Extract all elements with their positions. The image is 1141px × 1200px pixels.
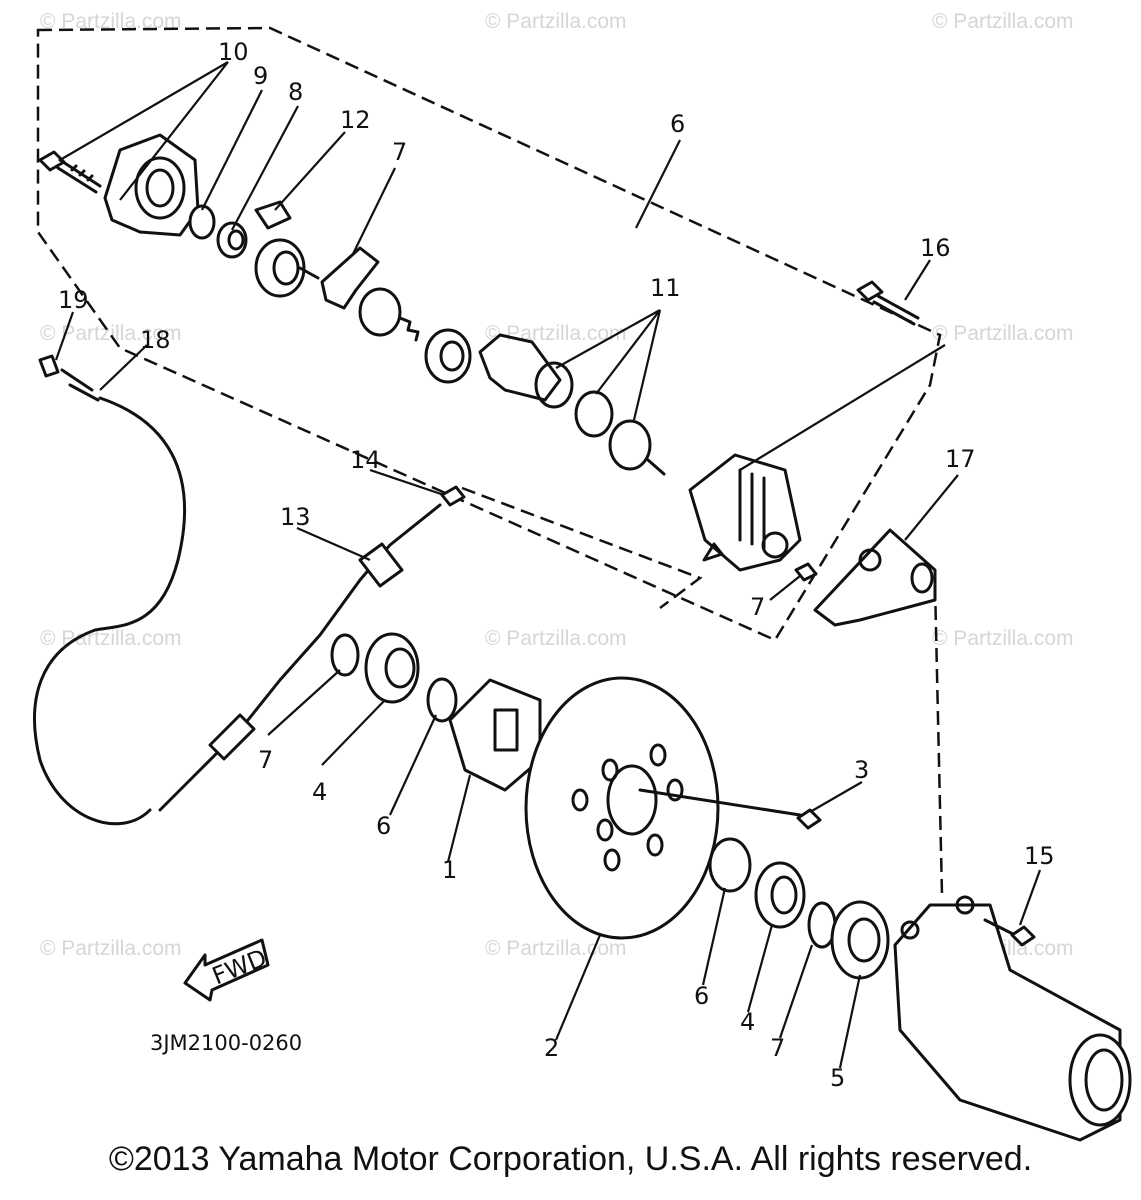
watermark: © Partzilla.com bbox=[40, 627, 182, 650]
callout-2: 2 bbox=[544, 1034, 559, 1062]
callout-19: 16 bbox=[920, 234, 951, 262]
callout-9: 7 bbox=[750, 593, 765, 621]
oil-seal-part bbox=[364, 632, 420, 704]
caliper-cable-part bbox=[158, 503, 442, 812]
callout-10: 7 bbox=[392, 138, 407, 166]
callout-labels: 10 9 8 12 7 6 16 11 19 18 14 17 13 7 7 7… bbox=[58, 38, 976, 621]
callout-6-lower: 6 bbox=[694, 982, 709, 1010]
bolt-part bbox=[856, 280, 920, 326]
oil-seal-part bbox=[754, 861, 806, 929]
forward-direction-arrow-icon: FWD bbox=[183, 938, 271, 1002]
diagram-code: 3JM2100-0260 bbox=[150, 1031, 302, 1055]
o-ring-part bbox=[534, 361, 574, 409]
hub-part bbox=[448, 678, 542, 792]
spring-part bbox=[358, 287, 420, 342]
callout-4-left: 4 bbox=[312, 778, 327, 806]
watermark: © Partzilla.com bbox=[40, 10, 182, 33]
leader-lines bbox=[54, 61, 1042, 1069]
callout-12: 9 bbox=[253, 62, 268, 90]
drive-gear-part bbox=[254, 238, 320, 298]
watermark: © Partzilla.com bbox=[932, 627, 1074, 650]
o-ring-part bbox=[426, 677, 458, 723]
watermark: © Partzilla.com bbox=[932, 10, 1074, 33]
bolt-part bbox=[983, 918, 1036, 947]
bearing-part bbox=[424, 328, 472, 384]
callout-3: 3 bbox=[854, 756, 869, 784]
cover-housing-part bbox=[103, 133, 200, 237]
axle-housing-part bbox=[893, 895, 1132, 1142]
callout-7-right: 7 bbox=[770, 1034, 785, 1062]
bolt-part bbox=[638, 788, 822, 830]
caliper-bracket-part bbox=[813, 528, 937, 627]
callout-16: 13 bbox=[280, 503, 311, 531]
mount-link bbox=[933, 584, 944, 896]
callout-4-right: 4 bbox=[740, 1008, 755, 1036]
washer-part bbox=[188, 204, 216, 240]
plug-part bbox=[254, 200, 292, 230]
callout-17: 14 bbox=[350, 446, 381, 474]
callout-18: 15 bbox=[1024, 842, 1055, 870]
seal-disc-part bbox=[574, 390, 614, 438]
callout-21: 18 bbox=[140, 326, 171, 354]
brake-disc-part bbox=[524, 676, 720, 940]
watermark: © Partzilla.com bbox=[485, 937, 627, 960]
bleed-screw-part bbox=[794, 562, 818, 582]
callout-22: 19 bbox=[58, 286, 89, 314]
callout-1: 1 bbox=[442, 856, 457, 884]
watermark: © Partzilla.com bbox=[485, 10, 627, 33]
callout-11: 8 bbox=[288, 78, 303, 106]
o-ring-part bbox=[330, 633, 360, 677]
callout-8: 6 bbox=[670, 110, 685, 138]
brake-cable-part bbox=[33, 354, 187, 826]
watermark: © Partzilla.com bbox=[40, 322, 182, 345]
watermark: © Partzilla.com bbox=[485, 627, 627, 650]
callout-14: 11 bbox=[650, 274, 681, 302]
nut-part bbox=[440, 485, 466, 507]
lever-plate-part bbox=[320, 246, 380, 310]
callout-5: 5 bbox=[830, 1064, 845, 1092]
o-ring-part bbox=[708, 837, 752, 893]
visible-callouts: 7 4 6 1 3 15 2 6 6 4 7 5 bbox=[258, 746, 1055, 1092]
subassembly-outline bbox=[36, 26, 942, 642]
bolt-part bbox=[38, 150, 102, 194]
callout-7-left-ring-label: 7 bbox=[258, 746, 273, 774]
caliper-body-part bbox=[688, 453, 802, 572]
callout-20: 17 bbox=[945, 445, 976, 473]
callout-6-left: 6 bbox=[376, 812, 391, 840]
watermark: © Partzilla.com bbox=[40, 937, 182, 960]
watermarks: © Partzilla.com © Partzilla.com © Partzi… bbox=[40, 10, 1074, 960]
bearing-part bbox=[830, 900, 890, 980]
subassembly-link bbox=[461, 486, 703, 609]
piston-part bbox=[608, 419, 666, 476]
watermark: © Partzilla.com bbox=[932, 322, 1074, 345]
callout-13: 10 bbox=[218, 38, 249, 66]
bearing-part bbox=[216, 221, 248, 259]
copyright-notice: ©2013 Yamaha Motor Corporation, U.S.A. A… bbox=[108, 1140, 1033, 1178]
gasket-part bbox=[478, 333, 562, 402]
callout-15: 12 bbox=[340, 106, 371, 134]
